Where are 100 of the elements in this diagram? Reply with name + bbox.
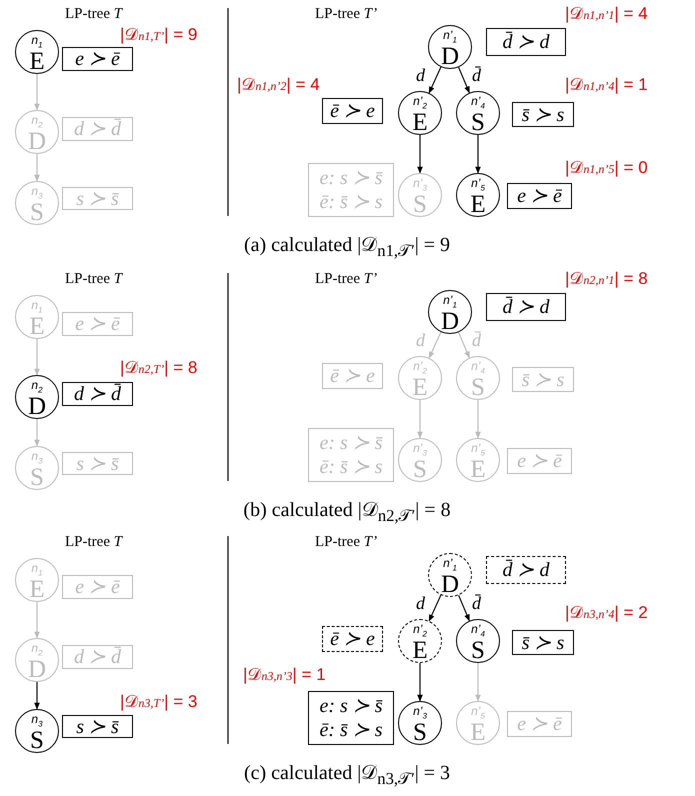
preference-text: e: s ≻ s̄ [319,166,383,190]
edge-label: d [415,331,426,349]
preference-table-box [62,117,133,141]
node-id-label: n’$_{5}$ [471,177,485,194]
node-id-label: n’$_{4}$ [471,623,485,640]
tree-heading: LP-tree T’ [315,270,378,288]
tree-node-circle [456,91,500,135]
arrow [417,663,423,702]
attribute-letter: E [470,459,486,482]
attribute-letter: S [471,112,485,134]
arrow [428,594,442,622]
node-id-label: n’$_{2}$ [413,623,427,640]
attribute-letter: E [412,112,428,134]
tree-heading: LP-tree T’ [315,5,378,23]
tree-node-circle [15,30,59,74]
arrow [458,595,470,622]
tree-node-circle [398,438,442,482]
attribute-letter: D [440,311,460,334]
attribute-letter: S [471,377,485,400]
node-id-label: n$_{1}$ [31,299,43,316]
preference-text: ē: s̄ ≻ s [319,190,383,214]
tree-node-circle [398,173,442,217]
arrow [34,339,40,376]
preference-text: d ≻ d̄ [74,645,121,669]
node-id-label: n$_{2}$ [31,379,43,396]
tree-heading: LP-tree T [65,5,122,23]
arrow [475,400,481,439]
preference-table-box [62,715,133,738]
arrow [34,419,40,447]
node-id-label: n$_{2}$ [31,114,43,132]
tree-node-circle [398,91,442,135]
attribute-letter: E [29,51,45,74]
attribute-letter: D [440,46,460,68]
tree-node-circle [398,701,442,745]
preference-table-box [62,452,133,475]
attribute-letter: E [412,640,428,662]
preference-table-box [62,312,133,336]
node-id-label: n’$_{2}$ [413,95,427,112]
preference-text: s ≻ s̄ [76,186,119,210]
arrow [475,663,481,702]
node-id-label: n$_{2}$ [31,642,43,660]
preference-table-box [486,28,566,56]
arrow [34,74,40,111]
arrow [34,602,40,639]
preference-table-box [308,163,394,217]
node-id-label: n’$_{3}$ [413,705,427,722]
tree-node-circle [15,110,59,154]
node-id-label: n’$_{5}$ [471,705,485,722]
preference-table-box [512,367,574,392]
preference-text: e: s ≻ s̄ [319,694,383,718]
preference-text: s ≻ s̄ [76,714,119,738]
preference-text: ē ≻ e [330,99,375,123]
preference-table-box [62,382,133,406]
attribute-letter: S [413,194,427,216]
arrow [428,66,442,94]
preference-table-box [486,556,566,584]
preference-text: e ≻ ē [75,575,120,599]
edge-label: d̄ [471,331,482,349]
node-id-label: n’$_{2}$ [413,360,427,378]
tree-node-circle [456,438,500,482]
node-id-label: n$_{3}$ [31,713,43,730]
preference-table-box [322,626,383,652]
arrow [34,682,40,710]
node-id-label: n’$_{3}$ [413,442,427,460]
tree-node-circle [456,701,500,745]
attribute-letter: S [30,467,44,490]
preference-text: e: s ≻ s̄ [319,431,383,455]
arrow [417,400,423,439]
preference-table-box [507,448,572,474]
attribute-letter: E [470,194,486,216]
attribute-letter: S [413,722,427,744]
tree-node-circle [428,290,472,334]
attribute-letter: D [28,659,46,682]
preference-text: ē ≻ e [330,627,375,651]
preference-table-box [308,428,394,482]
preference-text: e ≻ ē [517,712,562,736]
node-id-label: n’$_{5}$ [471,442,485,460]
attribute-letter: E [29,579,45,602]
panel-caption: (a) calculated |𝒟$_{n1,𝒯′}$| = 9 [244,233,450,262]
edge-label: d [415,66,426,84]
attribute-letter: S [471,640,485,662]
preference-text: e ≻ ē [517,184,562,208]
tree-node-circle [15,446,59,490]
preference-text: s̄ ≻ s [522,102,564,126]
node-id-label: n’$_{4}$ [471,95,485,112]
tree-node-circle [398,356,442,400]
tree-node-circle [15,638,59,682]
preference-text: ē ≻ e [330,364,375,388]
tree-heading: LP-tree T [65,533,122,551]
preference-table-box [507,183,572,209]
attribute-letter: D [440,574,460,596]
tree-node-circle [15,709,59,753]
node-id-label: n’$_{1}$ [443,294,457,312]
preference-table-box [62,187,133,210]
node-id-label: n$_{1}$ [31,562,43,580]
node-id-label: n’$_{4}$ [471,360,485,378]
attribute-letter: D [28,131,46,154]
preference-text: d̄ ≻ d [502,558,550,582]
attribute-letter: S [30,202,44,224]
panel-caption: (c) calculated |𝒟$_{n3,𝒯′}$| = 3 [244,761,450,790]
